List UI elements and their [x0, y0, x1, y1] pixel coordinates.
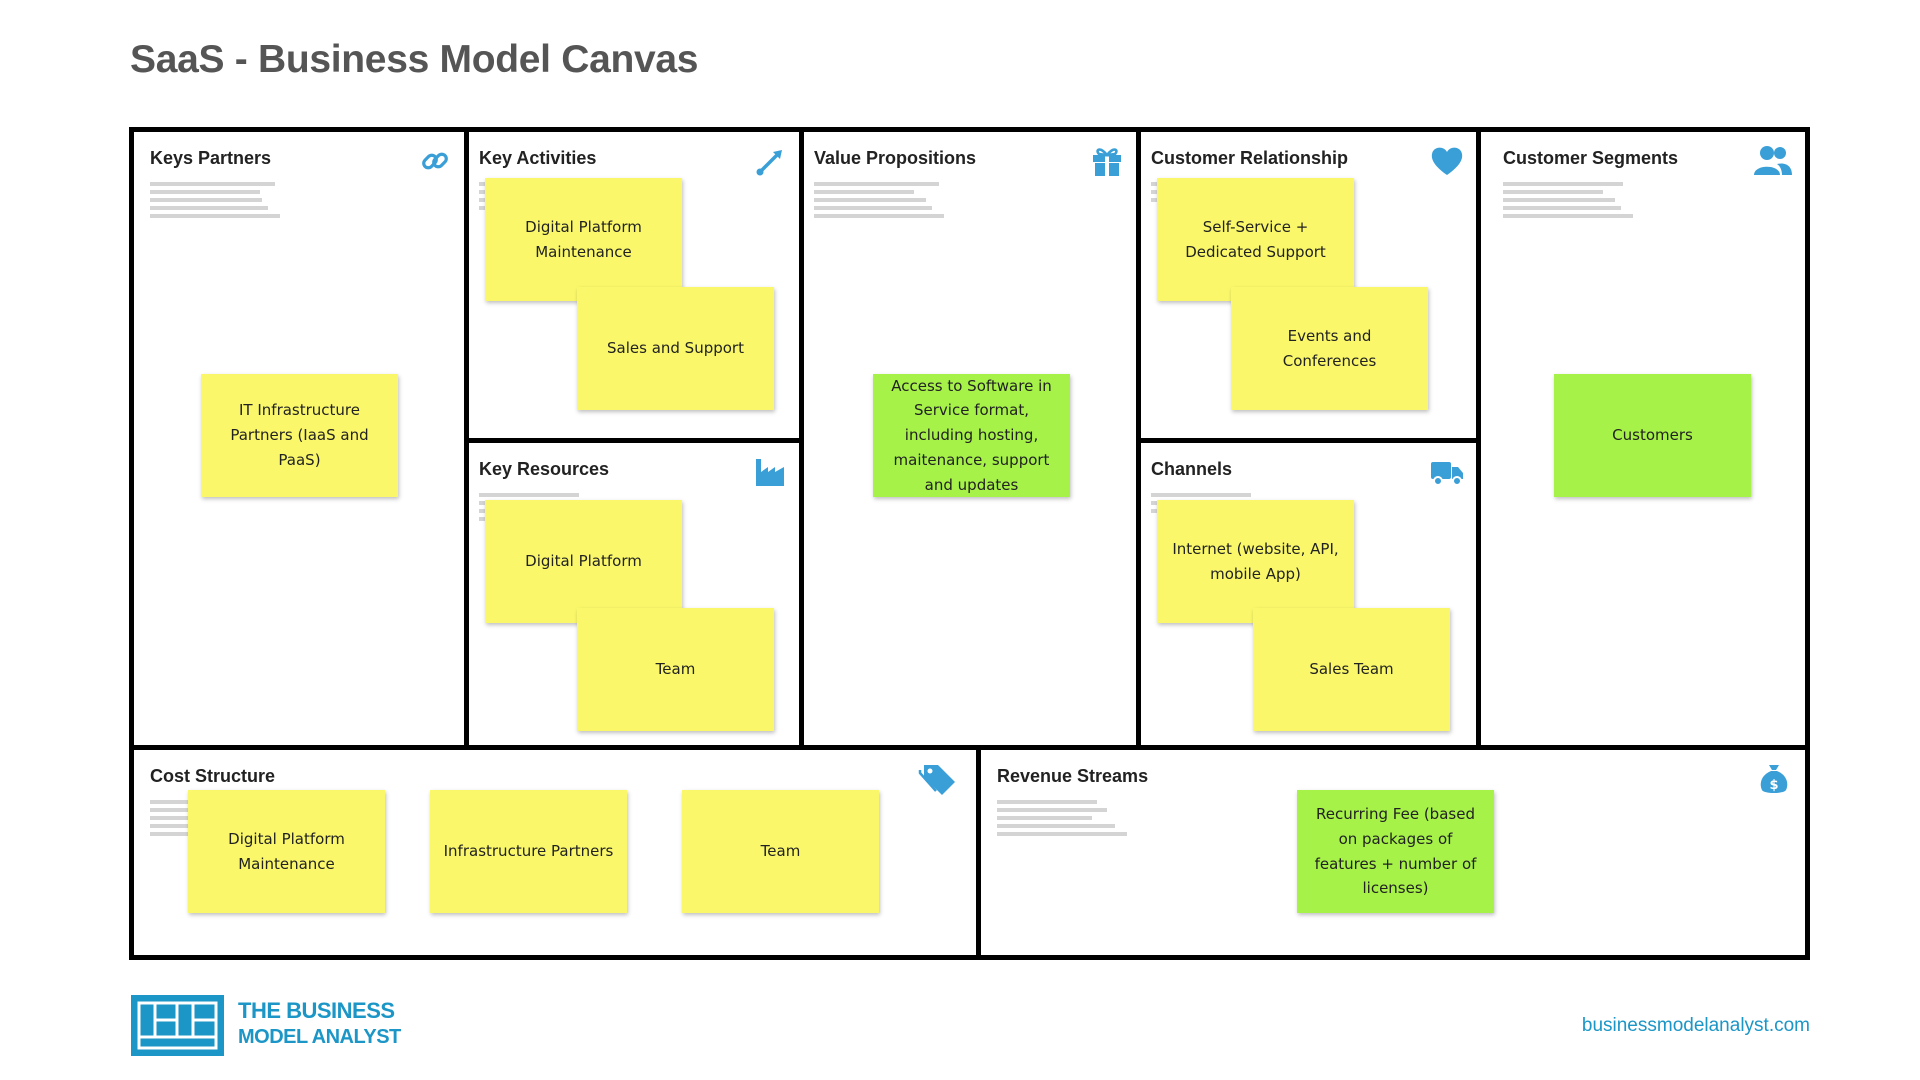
divider [976, 750, 981, 955]
brand-wordmark: THE BUSINESS MODEL ANALYST [238, 998, 401, 1050]
placeholder-lines [814, 182, 944, 222]
divider [464, 132, 469, 750]
placeholder-lines [150, 182, 280, 222]
placeholder-lines [1503, 182, 1633, 222]
placeholder-lines [997, 800, 1127, 840]
block-title: Customer Relationship [1151, 148, 1349, 168]
sticky-note: Access to Software in Service format, in… [873, 374, 1070, 497]
sticky-note: Sales and Support [577, 287, 774, 410]
users-icon [1754, 146, 1792, 175]
sticky-note: Internet (website, API, mobile App) [1157, 500, 1354, 623]
sticky-note: Customers [1554, 374, 1751, 497]
tag-icon [918, 765, 955, 795]
block-customer-segments: Customer Segments Customers [1481, 132, 1805, 745]
sticky-note: Digital Platform Maintenance [188, 790, 385, 913]
divider [1476, 132, 1481, 750]
brand-line-2: MODEL ANALYST [238, 1026, 401, 1048]
divider [1141, 438, 1476, 443]
block-cost-structure: Cost Structure Digital Platform Maintena… [134, 750, 976, 955]
sticky-note: IT Infrastructure Partners (IaaS and Paa… [201, 374, 398, 497]
heart-icon [1431, 147, 1463, 175]
block-title: Keys Partners [150, 148, 272, 168]
website-link[interactable]: businessmodelanalyst.com [1581, 1015, 1810, 1036]
block-customer-relationship: Customer Relationship Self-Service + Ded… [1141, 132, 1476, 438]
factory-icon [756, 459, 784, 486]
divider [1136, 132, 1141, 750]
money-bag-icon: $ [1760, 765, 1788, 793]
svg-text:$: $ [1769, 778, 1778, 793]
shovel-icon [756, 150, 782, 176]
sticky-note: Team [577, 608, 774, 731]
block-title: Key Activities [479, 148, 597, 168]
block-key-activities: Key Activities Digital Platform Maintena… [469, 132, 799, 438]
page-title: SaaS - Business Model Canvas [130, 38, 699, 81]
sticky-note: Digital Platform [485, 500, 682, 623]
block-title: Customer Segments [1503, 148, 1679, 168]
sticky-note: Events and Conferences [1231, 287, 1428, 410]
block-revenue-streams: Revenue Streams $ Recurring Fee (based o… [981, 750, 1805, 955]
block-title: Revenue Streams [997, 766, 1149, 786]
divider [469, 438, 799, 443]
block-key-resources: Key Resources Digital Platform Team [469, 443, 799, 745]
block-channels: Channels Internet (website, API, mobile … [1141, 443, 1476, 745]
sticky-note: Team [682, 790, 879, 913]
block-value-propositions: Value Propositions Access to Software in… [804, 132, 1136, 745]
block-key-partners: Keys Partners IT Infrastructure Partners… [134, 132, 464, 745]
sticky-note: Self-Service + Dedicated Support [1157, 178, 1354, 301]
sticky-note: Digital Platform Maintenance [485, 178, 682, 301]
truck-icon [1431, 462, 1463, 486]
canvas-grid-logo-icon [131, 995, 224, 1056]
sticky-note: Recurring Fee (based on packages of feat… [1297, 790, 1494, 913]
sticky-note: Sales Team [1253, 608, 1450, 731]
block-title: Channels [1151, 459, 1233, 479]
block-title: Value Propositions [814, 148, 977, 168]
business-model-canvas: Keys Partners IT Infrastructure Partners… [129, 127, 1810, 960]
divider [799, 132, 804, 750]
block-title: Cost Structure [150, 766, 276, 786]
gift-icon [1093, 148, 1121, 176]
link-icon [422, 152, 448, 170]
divider [134, 745, 1805, 750]
brand-line-1: THE BUSINESS [238, 998, 395, 1023]
block-title: Key Resources [479, 459, 610, 479]
sticky-note: Infrastructure Partners [430, 790, 627, 913]
